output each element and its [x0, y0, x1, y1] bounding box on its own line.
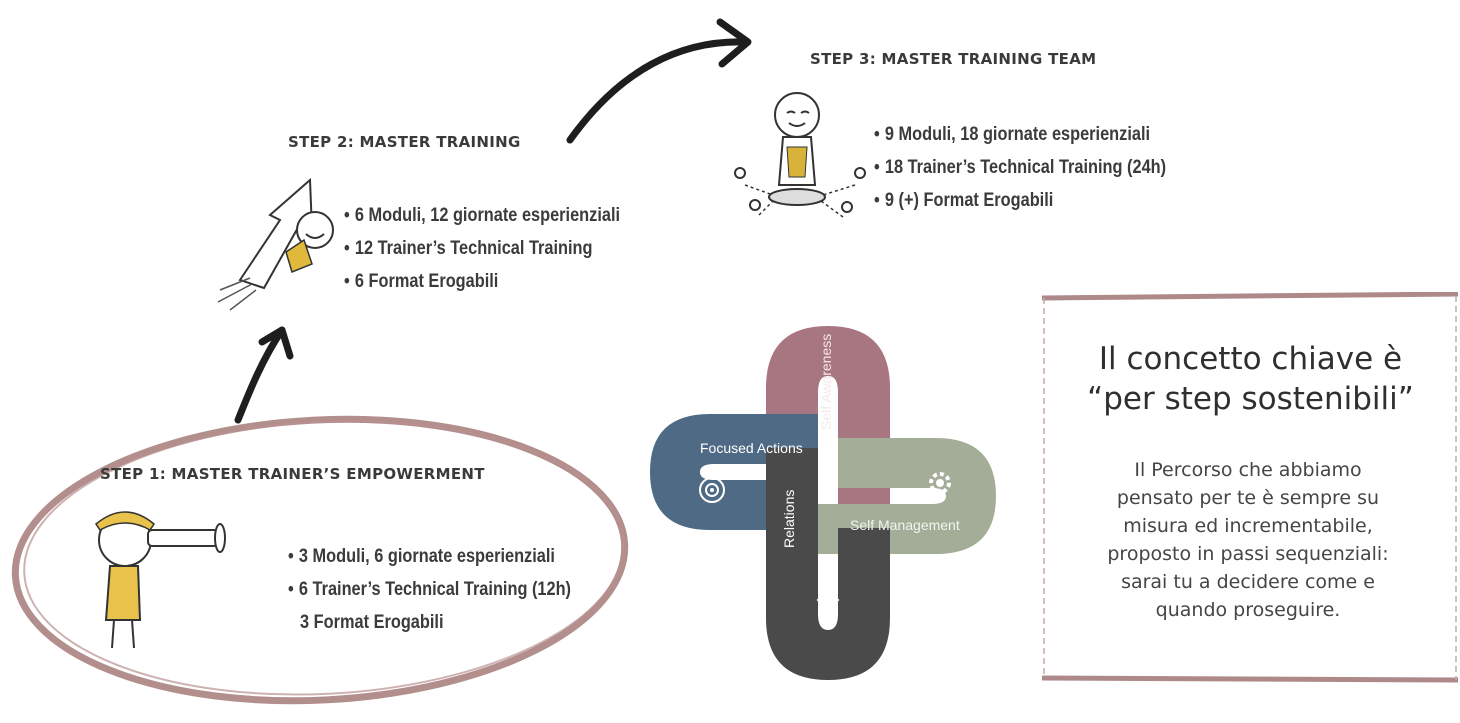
list-item: 9 (+) Format Erogabili: [874, 184, 1166, 217]
list-item: 6 Moduli, 12 giornate esperienziali: [344, 199, 620, 232]
step3-list: 9 Moduli, 18 giornate esperienziali 18 T…: [874, 118, 1166, 217]
label-relations: Relations: [781, 489, 797, 548]
keybox-body-line: misura ed incrementabile,: [1123, 515, 1373, 537]
rocket-figure-icon: [217, 177, 334, 311]
step1-title: STEP 1: MASTER TRAINER’S EMPOWERMENT: [100, 465, 485, 483]
keybox-frame: [1041, 292, 1459, 683]
list-item: 6 Trainer’s Technical Training (12h): [288, 573, 571, 606]
list-item: 3 Format Erogabili: [300, 612, 444, 633]
knot-self-management: [818, 438, 996, 554]
step3-title: STEP 3: MASTER TRAINING TEAM: [810, 50, 1097, 68]
keybox-body-line: sarai tu a decidere come e: [1121, 571, 1375, 593]
handshake-icon: [816, 594, 840, 607]
keybox-body-line: pensato per te è sempre su: [1116, 487, 1380, 509]
skills-knot-diagram: [650, 326, 996, 680]
bulb-icon: [819, 397, 837, 420]
team-figure-icon: [734, 92, 866, 218]
keybox-body-line: quando proseguire.: [1155, 599, 1341, 621]
label-self-awareness: Self Awareness: [818, 333, 834, 430]
keybox-body: Il Percorso che abbiamo pensato per te è…: [1048, 456, 1448, 624]
list-item: 18 Trainer’s Technical Training (24h): [874, 151, 1166, 184]
list-item: 6 Format Erogabili: [344, 265, 620, 298]
step2-title: STEP 2: MASTER TRAINING: [288, 133, 521, 151]
step1-ellipse: [11, 415, 629, 705]
arrow-curve-icon: [566, 18, 752, 144]
label-focused-actions: Focused Actions: [700, 440, 803, 456]
keybox-body-line: proposto in passi sequenziali:: [1107, 543, 1389, 565]
keybox-title: Il concetto chiave è “per step sostenibi…: [1048, 339, 1453, 419]
step1-list: 3 Moduli, 6 giornate esperienziali 6 Tra…: [288, 540, 571, 639]
knot-relations: [766, 448, 890, 680]
step2-list: 6 Moduli, 12 giornate esperienziali 12 T…: [344, 199, 620, 298]
keybox-title-line2: “per step sostenibili”: [1087, 381, 1414, 417]
list-item: 12 Trainer’s Technical Training: [344, 232, 620, 265]
list-item: 9 Moduli, 18 giornate esperienziali: [874, 118, 1166, 151]
label-self-management: Self Management: [850, 517, 960, 533]
telescope-figure-icon: [95, 511, 226, 649]
keybox-title-line1: Il concetto chiave è: [1098, 341, 1403, 377]
arrow-up-icon: [234, 326, 294, 424]
gear-icon: [929, 472, 951, 494]
list-item: 3 Moduli, 6 giornate esperienziali: [288, 540, 571, 573]
target-icon: [699, 477, 725, 503]
keybox-body-line: Il Percorso che abbiamo: [1134, 459, 1362, 481]
